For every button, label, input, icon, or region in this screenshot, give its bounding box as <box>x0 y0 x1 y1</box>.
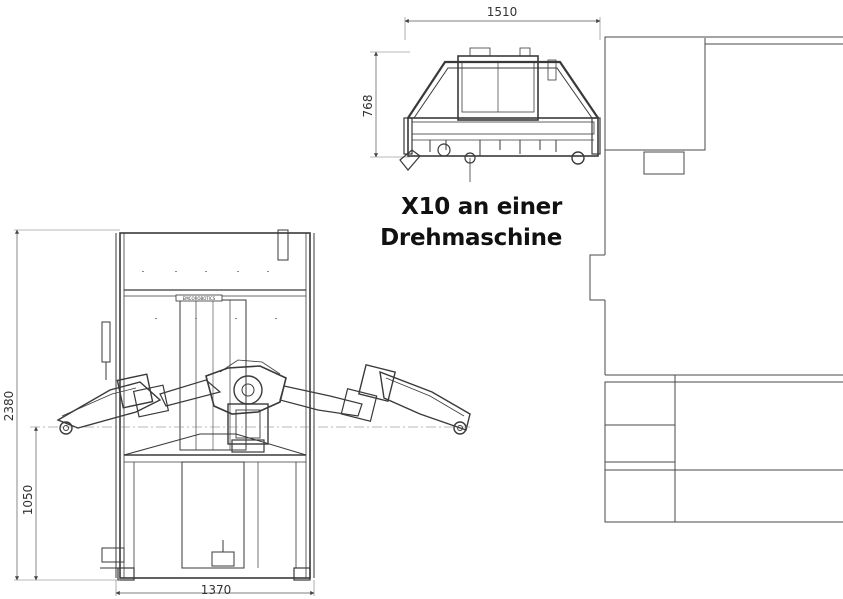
badge-label: EMCOROBOTICS <box>183 296 216 301</box>
badge-plate <box>175 294 223 302</box>
dim-top-height: 768 <box>361 95 375 118</box>
caption-line-1: X10 an einer <box>401 194 562 220</box>
dim-front-width: 1370 <box>201 583 232 597</box>
top-view <box>370 17 601 182</box>
dim-top-width: 1510 <box>487 5 518 19</box>
dim-front-height-axis: 1050 <box>21 485 35 516</box>
dim-front-height-total: 2380 <box>2 391 16 422</box>
front-view <box>14 229 471 596</box>
lathe-outline <box>589 36 843 523</box>
caption-line-2: Drehmaschine <box>380 225 562 251</box>
caption: X10 an einer Drehmaschine <box>352 192 562 254</box>
